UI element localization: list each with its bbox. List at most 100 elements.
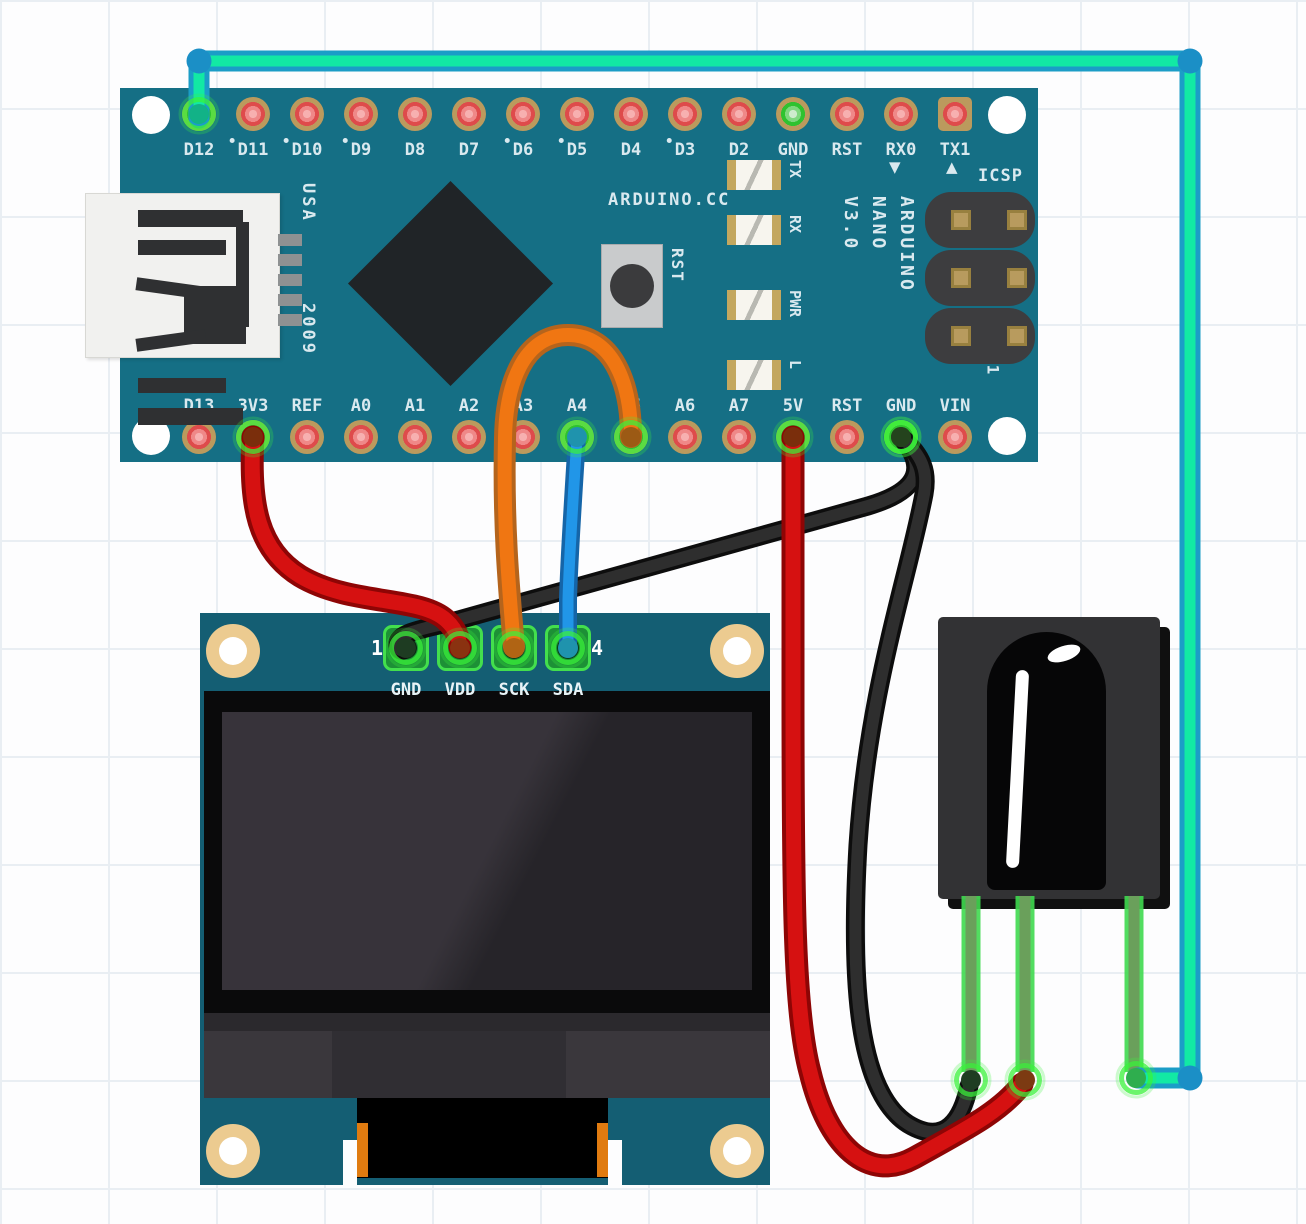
mounting-hole bbox=[206, 624, 260, 678]
reset-button[interactable] bbox=[601, 244, 663, 328]
usb-connector bbox=[85, 193, 280, 425]
pin-label-gnd: GND bbox=[777, 140, 809, 160]
pin-d5[interactable] bbox=[560, 97, 594, 131]
pin-label-d2: D2 bbox=[728, 140, 750, 160]
pin-rst[interactable] bbox=[830, 97, 864, 131]
pin-5v[interactable] bbox=[776, 420, 810, 454]
board-notch bbox=[608, 1140, 622, 1185]
oled-pin-number-1: 1 bbox=[370, 636, 384, 660]
pin-label-d12: D12 bbox=[183, 140, 215, 160]
dome-highlight bbox=[1045, 641, 1083, 666]
pin-ref[interactable] bbox=[290, 420, 324, 454]
wire-endpoint[interactable] bbox=[1004, 1059, 1046, 1101]
wire-endpoint[interactable] bbox=[1115, 1057, 1157, 1099]
pin-d10[interactable] bbox=[290, 97, 324, 131]
pin-label-d10: D10 bbox=[283, 138, 323, 160]
usb-pin bbox=[278, 234, 302, 246]
icsp-pin[interactable] bbox=[1007, 210, 1027, 230]
oled-pin-label-gnd: GND bbox=[390, 680, 422, 700]
icsp-pin[interactable] bbox=[1007, 326, 1027, 346]
pin-a1[interactable] bbox=[398, 420, 432, 454]
pin-d3[interactable] bbox=[668, 97, 702, 131]
mounting-hole bbox=[206, 1124, 260, 1178]
reset-label: RST bbox=[668, 248, 687, 283]
pin-d9[interactable] bbox=[344, 97, 378, 131]
model-line: NANO bbox=[868, 196, 889, 252]
pin-d12[interactable] bbox=[182, 97, 216, 131]
oled-pin-sck[interactable] bbox=[491, 625, 537, 671]
icsp-pin[interactable] bbox=[951, 326, 971, 346]
pin-label-d8: D8 bbox=[404, 140, 426, 160]
pin-label-a4: A4 bbox=[566, 396, 588, 416]
pin-d11[interactable] bbox=[236, 97, 270, 131]
wire-bend-point[interactable] bbox=[186, 48, 212, 74]
tx-led bbox=[727, 160, 781, 190]
usb-pin bbox=[278, 274, 302, 286]
pin-a2[interactable] bbox=[452, 420, 486, 454]
usb-pin bbox=[278, 254, 302, 266]
pin-label-a1: A1 bbox=[404, 396, 426, 416]
wire-bend-point[interactable] bbox=[1177, 1065, 1203, 1091]
pin-vin[interactable] bbox=[938, 420, 972, 454]
pin-d13[interactable] bbox=[182, 420, 216, 454]
pin-a6[interactable] bbox=[668, 420, 702, 454]
pin-a7[interactable] bbox=[722, 420, 756, 454]
board-notch bbox=[343, 1140, 357, 1185]
pin-a3[interactable] bbox=[506, 420, 540, 454]
wire-endpoint[interactable] bbox=[950, 1059, 992, 1101]
pin-rx0[interactable] bbox=[884, 97, 918, 131]
pin-3v3[interactable] bbox=[236, 420, 270, 454]
model-text: ARDUINO NANO V3.0 bbox=[836, 196, 920, 361]
pin-d4[interactable] bbox=[614, 97, 648, 131]
pin-a4[interactable] bbox=[560, 420, 594, 454]
pin-label-ref: REF bbox=[291, 396, 323, 416]
icsp-header-row[interactable] bbox=[925, 308, 1035, 364]
pin-d6[interactable] bbox=[506, 97, 540, 131]
pin-label-tx1: TX1 bbox=[939, 140, 971, 160]
pin-d8[interactable] bbox=[398, 97, 432, 131]
oled-pin-gnd[interactable] bbox=[383, 625, 429, 671]
oled-pin-sda[interactable] bbox=[545, 625, 591, 671]
pin-gnd[interactable] bbox=[884, 420, 918, 454]
pin-d7[interactable] bbox=[452, 97, 486, 131]
pin-label-5v: 5V bbox=[782, 396, 804, 416]
pin-a5[interactable] bbox=[614, 420, 648, 454]
usb-contact bbox=[138, 408, 243, 425]
mounting-hole bbox=[710, 624, 764, 678]
icsp-header-row[interactable] bbox=[925, 250, 1035, 306]
icsp-pin1-marker: 1 bbox=[983, 364, 1003, 375]
mounting-hole bbox=[988, 96, 1026, 134]
pin-d2[interactable] bbox=[722, 97, 756, 131]
usb-contact bbox=[138, 240, 226, 255]
oled-pin-label-sda: SDA bbox=[552, 680, 584, 700]
icsp-pin[interactable] bbox=[951, 268, 971, 288]
wire-bend-point[interactable] bbox=[1177, 48, 1203, 74]
icsp-pin[interactable] bbox=[1007, 268, 1027, 288]
pin-label-rst: RST bbox=[831, 396, 863, 416]
mounting-hole bbox=[132, 96, 170, 134]
reset-button-cap[interactable] bbox=[610, 264, 654, 308]
usb-pin bbox=[278, 314, 302, 326]
pin-label-a5: A5 bbox=[620, 396, 642, 416]
pin-a0[interactable] bbox=[344, 420, 378, 454]
pin-label-a0: A0 bbox=[350, 396, 372, 416]
pin-label-gnd: GND bbox=[885, 396, 917, 416]
pin-tx1[interactable] bbox=[938, 97, 972, 131]
pin-rst[interactable] bbox=[830, 420, 864, 454]
rx-arrow-icon: ▼ bbox=[889, 158, 901, 176]
oled-pin-label-sck: SCK bbox=[498, 680, 530, 700]
tx-led-label: TX bbox=[786, 160, 804, 179]
mcu-chip bbox=[347, 180, 554, 387]
icsp-label: ICSP bbox=[978, 166, 1023, 186]
ir-receiver[interactable] bbox=[938, 617, 1160, 899]
pin-label-d7: D7 bbox=[458, 140, 480, 160]
rx-led bbox=[727, 215, 781, 245]
icsp-header-row[interactable] bbox=[925, 192, 1035, 248]
pin-gnd[interactable] bbox=[776, 97, 810, 131]
usb-contact bbox=[236, 222, 249, 327]
model-line: ARDUINO bbox=[896, 196, 917, 293]
oled-pin-vdd[interactable] bbox=[437, 625, 483, 671]
icsp-pin[interactable] bbox=[951, 210, 971, 230]
